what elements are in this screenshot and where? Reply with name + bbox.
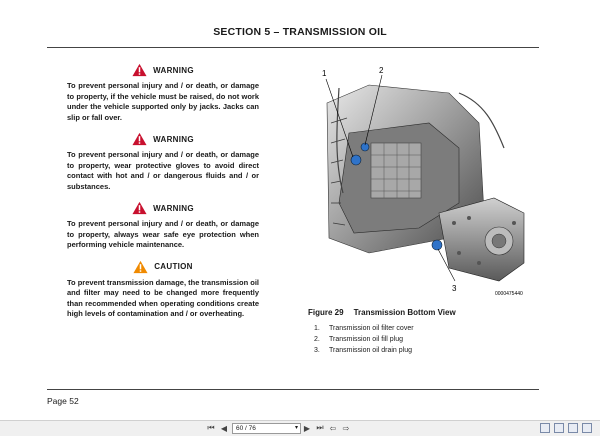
notice-text: To prevent transmission damage, the tran… [67,277,259,319]
figure-title: Transmission Bottom View [353,308,456,317]
section-title: SECTION 5 – TRANSMISSION OIL [213,26,387,38]
page-number: Page 52 [47,396,79,406]
oil-fill-plug-marker [360,142,370,152]
warning-header-1: WARNING [67,63,259,77]
notice-label: WARNING [153,65,194,75]
prev-page-icon[interactable]: ◀ [220,423,228,433]
oil-drain-plug-marker [431,239,443,251]
notice-label: WARNING [153,134,194,144]
notice-text: To prevent personal injury and / or deat… [67,219,259,249]
notice-text: To prevent personal injury and / or deat… [67,81,259,122]
document-page: SECTION 5 – TRANSMISSION OIL WARNING To … [47,26,539,406]
continuous-view-icon[interactable] [568,423,578,433]
warning-header-2: WARNING [67,132,259,146]
single-page-view-icon[interactable] [540,423,550,433]
header-rule [47,47,539,48]
forward-icon[interactable]: ⇨ [342,423,350,433]
warning-header-3: WARNING [67,201,259,215]
figure-caption: Figure 29 Transmission Bottom View [308,308,456,317]
legend-number: 1. [314,325,320,332]
caution-header: CAUTION [67,260,259,274]
page-indicator: 60 / 76 [236,425,256,432]
last-page-icon[interactable]: ⏭ [316,423,324,432]
callout-2: 2 [379,66,384,75]
caution-icon [133,260,148,273]
notice-label: CAUTION [154,262,193,271]
warning-icon [132,132,147,146]
oil-filter-cover-marker [350,154,362,166]
legend-number: 3. [314,347,320,354]
legend-text: Transmission oil filter cover [329,325,414,332]
notice-label: WARNING [153,203,194,213]
figure-image-id: 0000475440 [495,291,523,297]
safety-notices: WARNING To prevent personal injury and /… [67,63,259,329]
legend-item: 3. Transmission oil drain plug [314,345,414,356]
next-page-icon[interactable]: ▶ [303,423,311,433]
legend-item: 2. Transmission oil fill plug [314,334,414,345]
legend-item: 1. Transmission oil filter cover [314,323,414,334]
legend-text: Transmission oil drain plug [329,347,412,354]
first-page-icon[interactable]: ⏮ [207,423,215,432]
legend-text: Transmission oil fill plug [329,336,404,343]
viewer-toolbar: ⏮ ◀ 60 / 76 ▾ ▶ ⏭ ⇦ ⇨ [0,420,600,436]
two-page-view-icon[interactable] [554,423,564,433]
legend-number: 2. [314,336,320,343]
figure-legend: 1. Transmission oil filter cover 2. Transm… [314,323,414,356]
page-selector[interactable]: 60 / 76 ▾ [232,423,301,434]
transmission-bottom-view-figure: 1 2 3 0000475440 [322,66,525,297]
footer-rule [47,389,539,390]
callout-1: 1 [322,69,327,78]
warning-icon [132,201,147,215]
chevron-down-icon: ▾ [294,425,298,431]
warning-icon [132,63,147,77]
notice-text: To prevent personal injury and / or deat… [67,150,259,191]
back-icon[interactable]: ⇦ [329,423,337,433]
callout-3: 3 [452,284,457,293]
fit-page-icon[interactable] [582,423,592,433]
figure-number: Figure 29 [308,308,344,317]
